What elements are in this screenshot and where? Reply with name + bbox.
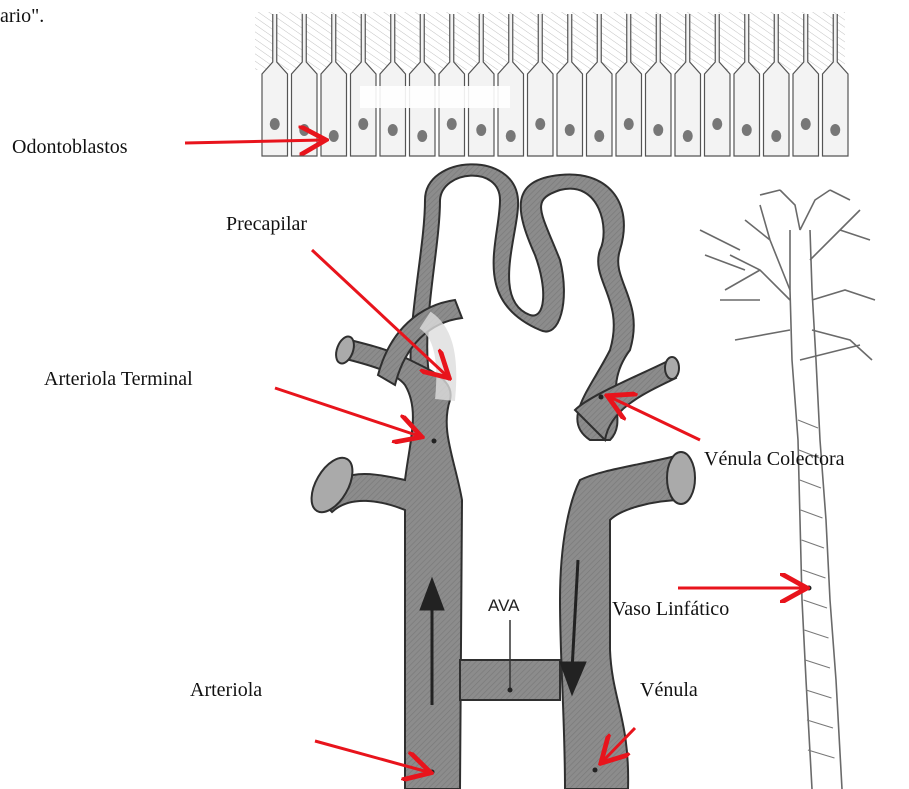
odontoblast-nucleus bbox=[388, 124, 398, 136]
odontoblast-nucleus bbox=[476, 124, 486, 136]
odontoblast-layer bbox=[255, 12, 848, 156]
arrow-venula-colectora bbox=[610, 397, 700, 440]
arteriole bbox=[320, 340, 462, 789]
odontoblast-nucleus bbox=[358, 118, 368, 130]
label-ava: AVA bbox=[488, 597, 520, 614]
vessel-network bbox=[303, 164, 695, 789]
top-fragment-text: ario". bbox=[0, 6, 44, 26]
label-venula: Vénula bbox=[640, 680, 698, 700]
label-arteriola: Arteriola bbox=[190, 680, 262, 700]
odontoblast-nucleus bbox=[771, 130, 781, 142]
odontoblast-nucleus bbox=[653, 124, 663, 136]
odontoblast-nucleus bbox=[712, 118, 722, 130]
odontoblast-nucleus bbox=[329, 130, 339, 142]
odontoblast-nucleus bbox=[417, 130, 427, 142]
odontoblast-nucleus bbox=[742, 124, 752, 136]
odontoblast-nucleus bbox=[447, 118, 457, 130]
lymphatic-vessel bbox=[700, 190, 875, 789]
ava-point bbox=[508, 688, 513, 693]
odontoblast-nucleus bbox=[565, 124, 575, 136]
label-precapilar: Precapilar bbox=[226, 214, 307, 234]
odontoblast-nucleus bbox=[594, 130, 604, 142]
odontoblast-nucleus bbox=[683, 130, 693, 142]
odontoblast-nucleus bbox=[830, 124, 840, 136]
arrow-arteriola-terminal bbox=[275, 388, 419, 436]
odontoblast-nucleus bbox=[535, 118, 545, 130]
label-venula-colectora: Vénula Colectora bbox=[704, 449, 845, 469]
odontoblast-nucleus bbox=[270, 118, 280, 130]
odontoblast-nucleus bbox=[299, 124, 309, 136]
odontoblast-nucleus bbox=[506, 130, 516, 142]
venule bbox=[560, 455, 684, 789]
label-arteriola-terminal: Arteriola Terminal bbox=[44, 369, 193, 389]
odontoblast-nucleus bbox=[624, 118, 634, 130]
label-odontoblastos: Odontoblastos bbox=[12, 137, 128, 157]
label-vaso-linfatico: Vaso Linfático bbox=[612, 599, 729, 619]
odontoblast-nucleus bbox=[801, 118, 811, 130]
